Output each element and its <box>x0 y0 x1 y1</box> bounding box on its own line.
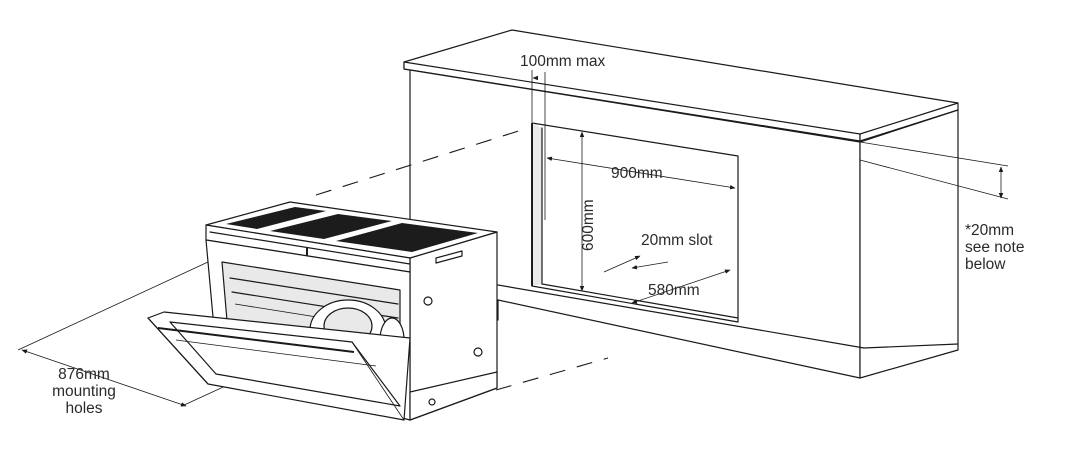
projection-line-top <box>315 127 529 196</box>
dim-20-ext-top <box>859 141 1009 167</box>
oven-door-glass <box>169 321 401 407</box>
label-900mm: 900mm <box>611 165 663 182</box>
oven-screw-1 <box>423 296 433 306</box>
label-mounting-line3: holes <box>65 400 102 417</box>
oven-door-hinge <box>351 341 405 421</box>
dim-20-ext-bottom <box>859 159 1009 200</box>
oven-door-inner-line <box>175 339 377 367</box>
label-20mm-slot: 20mm slot <box>641 232 713 249</box>
oven-rack-1 <box>229 277 399 305</box>
dim-580-line <box>631 269 731 304</box>
oven-bottom-panel <box>409 371 498 421</box>
cutout-left-inner-wall <box>532 123 542 286</box>
oven-side-handle <box>435 250 463 264</box>
oven-door-handle <box>157 327 355 353</box>
dimension-lines <box>17 70 1009 407</box>
oven-top-vent-3 <box>336 223 478 252</box>
oven-screw-3 <box>428 398 436 406</box>
dim-slot-line-lower <box>631 261 669 270</box>
oven-top-vent-2 <box>270 214 392 239</box>
projection-lines <box>315 127 609 391</box>
label-note-line2: see note <box>965 239 1024 256</box>
dim-876-ext-top <box>17 261 209 351</box>
cabinet-right-side <box>859 109 959 379</box>
label-mounting-line1: 876mm <box>58 366 110 383</box>
dim-slot-line <box>603 255 641 273</box>
cabinet-plinth-line <box>863 343 959 349</box>
dim-900-line <box>546 156 736 190</box>
oven-door <box>147 311 411 421</box>
dim-876-line <box>21 349 187 407</box>
label-580mm: 580mm <box>648 282 700 299</box>
cabinet-plinth-front <box>497 284 865 349</box>
oven-screw-2 <box>473 347 483 357</box>
oven-top-vent-1 <box>226 207 326 229</box>
label-mounting-line2: mounting <box>52 383 116 400</box>
label-100mm-max: 100mm max <box>520 53 606 70</box>
projection-line-bottom <box>495 357 609 391</box>
label-note-line1: *20mm <box>965 222 1014 239</box>
oven-door-edge <box>147 317 209 385</box>
label-600mm: 600mm <box>580 199 597 251</box>
oven-panel-line <box>209 231 411 265</box>
label-note-line3: below <box>965 256 1006 273</box>
